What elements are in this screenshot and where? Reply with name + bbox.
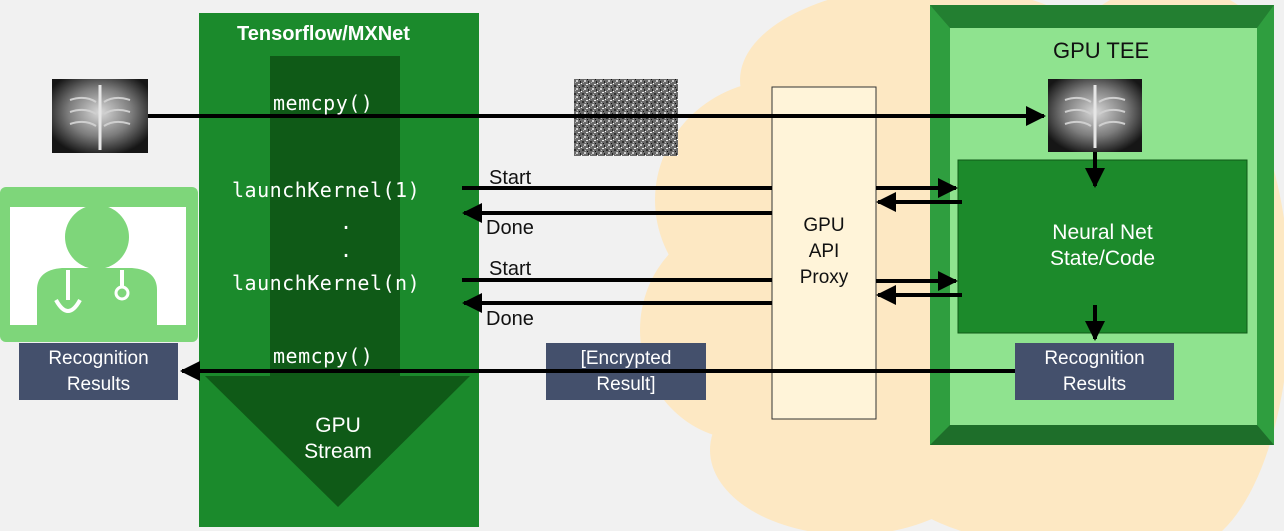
encrypted-result-line1: [Encrypted [580, 347, 672, 369]
proxy-line2: API [808, 241, 840, 262]
gpu-api-proxy-box [771, 86, 877, 420]
neural-net-label: Neural Net State/Code [958, 215, 1247, 277]
client-results-label: Recognition Results [19, 343, 178, 400]
gpu-stream-column [270, 56, 400, 376]
ellipsis-dot-1: . [340, 210, 353, 234]
proxy-line3: Proxy [799, 267, 849, 288]
done-label-2: Done [486, 308, 534, 330]
tee-results-line2: Results [1062, 373, 1127, 395]
neural-net-line1: Neural Net [1052, 221, 1153, 244]
client-results-box [19, 343, 178, 400]
xray-image-icon [52, 79, 148, 153]
doctor-icon [0, 187, 198, 342]
launch-kernel-1-op: launchKernel(1) [232, 178, 421, 202]
launch-kernel-n-op: launchKernel(n) [232, 271, 421, 295]
memcpy-in-op: memcpy() [273, 91, 374, 115]
neural-net-line2: State/Code [1049, 247, 1156, 270]
done-label-1: Done [486, 217, 534, 239]
gpu-stream-line2: Stream [304, 440, 372, 463]
start-label-2: Start [489, 258, 532, 280]
gpu-stream-line1: GPU [315, 414, 361, 437]
gpu-tee-title: GPU TEE [1053, 38, 1150, 63]
xray-image-tee-icon [1048, 79, 1142, 152]
framework-title: Tensorflow/MXNet [237, 23, 410, 45]
start-label-1: Start [489, 167, 532, 189]
proxy-line1: GPU [803, 215, 845, 236]
memcpy-out-op: memcpy() [273, 344, 374, 368]
gpu-stream-arrow [205, 376, 470, 507]
ellipsis-dot-2: . [340, 238, 353, 262]
gpu-stream-label: GPU Stream [288, 408, 388, 470]
client-results-line1: Recognition [48, 347, 149, 369]
gpu-api-proxy-label: GPU API Proxy [772, 210, 876, 294]
tee-results-box [1015, 343, 1174, 400]
encrypted-result-label: [Encrypted Result] [546, 343, 706, 400]
client-results-line2: Results [66, 373, 131, 395]
tee-results-line1: Recognition [1044, 347, 1145, 369]
tee-results-label: Recognition Results [1015, 343, 1174, 400]
encrypted-result-line2: Result] [596, 373, 656, 395]
neural-net-box [957, 159, 1248, 334]
